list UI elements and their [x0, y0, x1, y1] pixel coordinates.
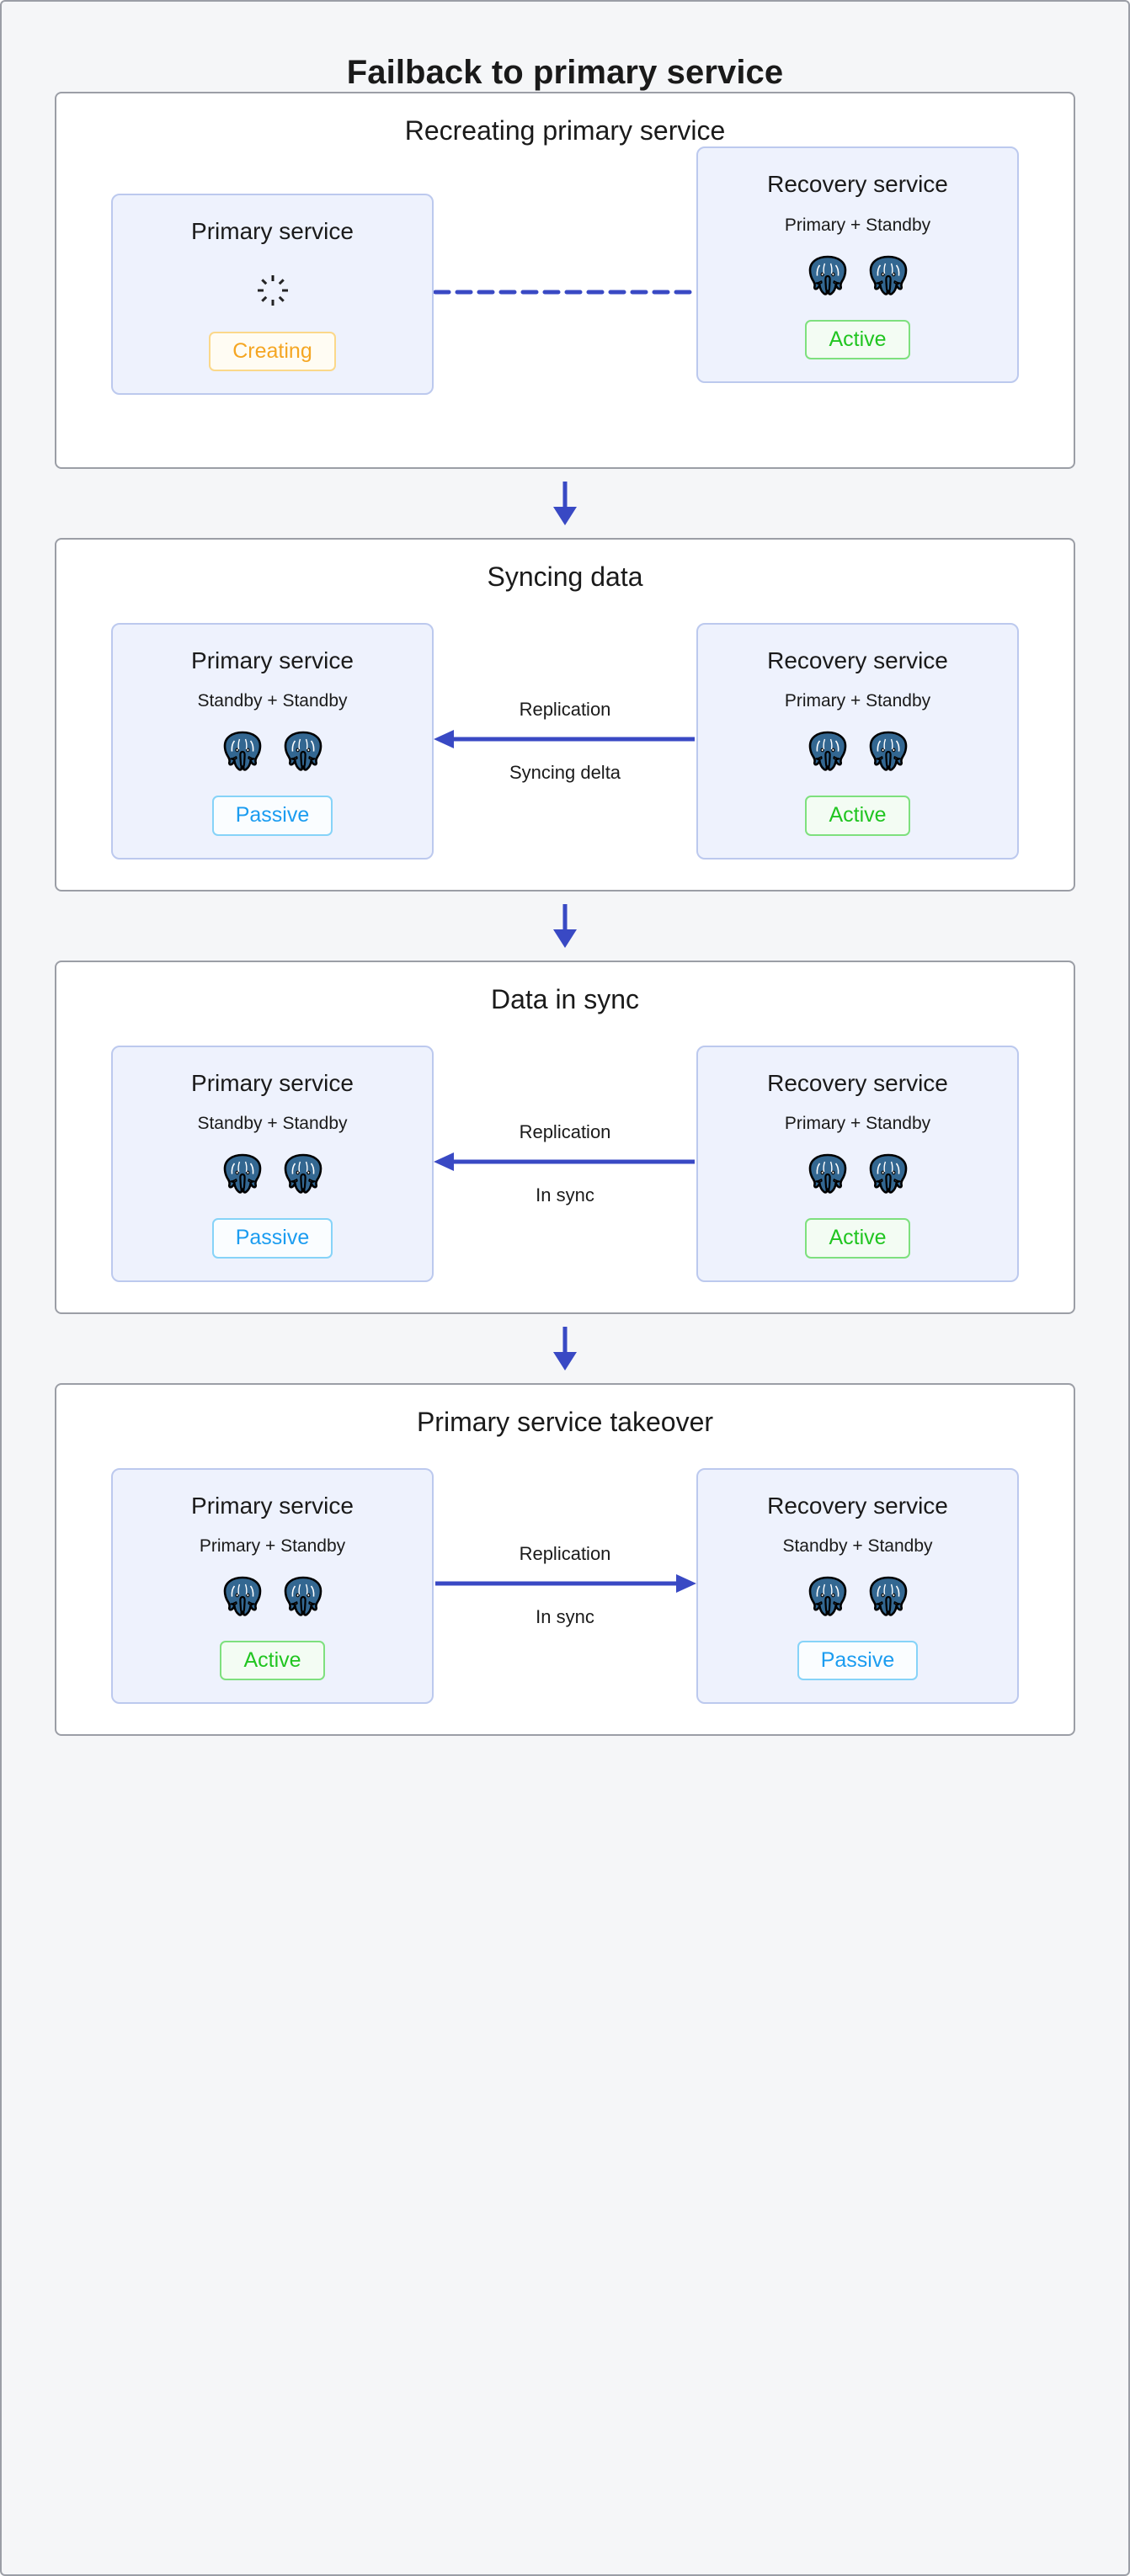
card-node-roles: Standby + Standby	[782, 1536, 933, 1557]
connector-label-bottom: In sync	[536, 1184, 594, 1206]
step-transition-arrow	[55, 891, 1075, 961]
postgres-icon	[869, 255, 907, 295]
replication-connector: Replication In sync	[434, 1543, 696, 1628]
creating-spinner	[253, 271, 292, 310]
connector-label-top: Replication	[519, 1543, 611, 1565]
postgres-icon	[284, 1576, 322, 1616]
postgres-icon	[869, 1153, 907, 1195]
postgres-icon	[808, 255, 846, 295]
down-arrow-icon	[553, 903, 577, 948]
card-node-roles: Primary + Standby	[784, 691, 931, 711]
replication-arrow-right	[435, 1574, 696, 1594]
postgres-node-row	[807, 1152, 909, 1196]
card-title: Primary service	[191, 1492, 354, 1519]
connector-label-bottom: Syncing delta	[509, 761, 621, 783]
postgres-node-row	[807, 254, 909, 298]
postgres-node-row	[221, 730, 324, 774]
card-node-roles: Standby + Standby	[197, 1114, 348, 1134]
card-node-roles: Standby + Standby	[197, 691, 348, 711]
replication-connector: Replication In sync	[434, 1121, 696, 1206]
stage-title: Recreating primary service	[404, 115, 726, 146]
connector-arrow	[434, 1151, 696, 1177]
step-transition-arrow	[55, 469, 1075, 538]
replication-connector	[433, 274, 697, 315]
card-title: Primary service	[191, 218, 354, 244]
card-title: Recovery service	[767, 1492, 948, 1519]
connector-arrow	[434, 728, 696, 754]
status-badge: Active	[805, 319, 910, 359]
card-title: Recovery service	[767, 171, 948, 197]
postgres-icon	[808, 1153, 846, 1195]
card-node-roles: Primary + Standby	[199, 1536, 346, 1557]
status-badge: Active	[805, 796, 910, 836]
postgres-icon	[808, 1576, 846, 1616]
card-title: Recovery service	[767, 647, 948, 673]
postgres-icon	[869, 1576, 907, 1616]
status-badge: Passive	[211, 796, 333, 836]
down-arrow-icon	[553, 481, 577, 525]
postgres-icon	[869, 732, 907, 772]
connector-arrow	[433, 281, 697, 307]
postgres-node-row	[221, 1575, 324, 1619]
dashed-connector-line	[433, 290, 697, 295]
connector-label-top: Replication	[519, 698, 611, 720]
connector-arrow	[434, 1573, 696, 1599]
status-badge: Passive	[797, 1641, 919, 1681]
page-title: Failback to primary service	[346, 54, 784, 91]
status-badge: Active	[805, 1218, 910, 1259]
postgres-icon	[223, 1576, 261, 1616]
stage-title: Syncing data	[487, 561, 643, 592]
postgres-icon	[284, 1153, 322, 1195]
replication-arrow-left	[434, 1152, 695, 1171]
down-arrow-icon	[553, 1326, 577, 1370]
card-title: Recovery service	[767, 1069, 948, 1096]
replication-arrow-left	[434, 729, 695, 748]
postgres-node-row	[221, 1152, 324, 1196]
postgres-node-row	[807, 730, 909, 774]
connector-label-bottom: In sync	[536, 1606, 594, 1628]
spinner-icon	[257, 274, 288, 306]
postgres-icon	[223, 1153, 261, 1195]
card-node-roles: Primary + Standby	[784, 1114, 931, 1134]
postgres-node-row	[807, 1575, 909, 1619]
status-badge: Creating	[209, 331, 336, 371]
card-title: Primary service	[191, 647, 354, 673]
stage-title: Primary service takeover	[416, 1406, 714, 1437]
status-badge: Active	[220, 1641, 325, 1681]
card-title: Primary service	[191, 1069, 354, 1096]
postgres-icon	[223, 732, 261, 772]
step-transition-arrow	[55, 1314, 1075, 1383]
postgres-icon	[808, 732, 846, 772]
stage-title: Data in sync	[490, 983, 640, 1014]
status-badge: Passive	[211, 1218, 333, 1259]
postgres-icon	[284, 732, 322, 772]
card-node-roles: Primary + Standby	[784, 215, 931, 235]
connector-label-top: Replication	[519, 1120, 611, 1142]
